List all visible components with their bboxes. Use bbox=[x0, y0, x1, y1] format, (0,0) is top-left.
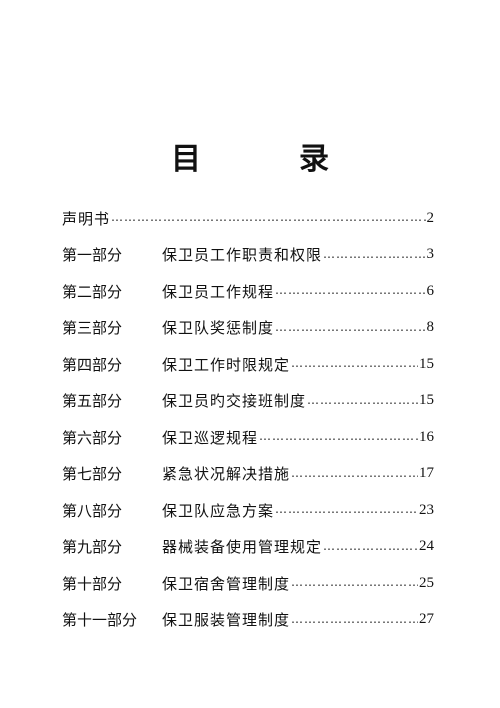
toc-entry: 第八部分 保卫队应急方案 23 bbox=[62, 492, 434, 529]
toc-leader-dots bbox=[323, 248, 425, 260]
toc-entry-title: 保卫服装管理制度 bbox=[162, 611, 291, 630]
toc-entry: 第十一部分 保卫服装管理制度 27 bbox=[62, 602, 434, 639]
toc-page-number: 8 bbox=[426, 319, 435, 336]
toc-entry: 第十部分 保卫宿舍管理制度 25 bbox=[62, 565, 434, 602]
toc-leader-dots bbox=[291, 613, 418, 625]
toc-entry-title: 紧急状况解决措施 bbox=[162, 465, 291, 484]
toc-page-number: 17 bbox=[419, 465, 434, 482]
toc-page-number: 27 bbox=[419, 611, 434, 628]
toc-page-number: 24 bbox=[419, 538, 434, 555]
toc-entry: 声明书 2 bbox=[62, 200, 434, 237]
toc-entry-title: 保卫队奖惩制度 bbox=[162, 319, 275, 338]
toc-part-label: 第二部分 bbox=[62, 282, 123, 301]
toc-entry: 第七部分 紧急状况解决措施 17 bbox=[62, 456, 434, 493]
toc-page-number: 23 bbox=[419, 501, 434, 518]
toc-page-number: 2 bbox=[426, 209, 435, 226]
toc-entry: 第二部分 保卫员工作规程 6 bbox=[62, 273, 434, 310]
toc-leader-dots bbox=[275, 321, 425, 333]
toc-part-label: 第三部分 bbox=[62, 319, 123, 338]
toc-page-number: 3 bbox=[426, 246, 435, 263]
toc-entry-title: 声明书 bbox=[62, 209, 111, 228]
toc-leader-dots bbox=[275, 284, 425, 296]
toc-part-label: 第九部分 bbox=[62, 538, 123, 557]
toc-title: 目 录 bbox=[171, 142, 363, 177]
toc-page-number: 16 bbox=[419, 428, 434, 445]
toc-entry: 第四部分 保卫工作时限规定 15 bbox=[62, 346, 434, 383]
toc-leader-dots bbox=[291, 576, 418, 588]
toc-entry-title: 保卫巡逻规程 bbox=[162, 428, 259, 447]
toc-part-label: 第十部分 bbox=[62, 574, 123, 593]
toc-leader-dots bbox=[259, 430, 418, 442]
toc-part-label: 第十一部分 bbox=[62, 611, 138, 630]
toc-entry: 第九部分 器械装备使用管理规定 24 bbox=[62, 529, 434, 566]
toc-page-number: 6 bbox=[426, 282, 435, 299]
toc-entry-title: 保卫工作时限规定 bbox=[162, 355, 291, 374]
toc-leader-dots bbox=[323, 540, 418, 552]
toc-entry: 第五部分 保卫员旳交接班制度 15 bbox=[62, 383, 434, 420]
toc-part-label: 第七部分 bbox=[62, 465, 123, 484]
toc-leader-dots bbox=[275, 503, 418, 515]
toc-part-label: 第四部分 bbox=[62, 355, 123, 374]
toc-entry-title: 保卫队应急方案 bbox=[162, 501, 275, 520]
toc-entry: 第六部分 保卫巡逻规程 16 bbox=[62, 419, 434, 456]
toc-part-label: 第六部分 bbox=[62, 428, 123, 447]
toc-part-label: 第八部分 bbox=[62, 501, 123, 520]
toc-part-label: 第一部分 bbox=[62, 246, 123, 265]
toc-entry-title: 保卫员工作职责和权限 bbox=[162, 246, 323, 265]
toc-part-label: 第五部分 bbox=[62, 392, 123, 411]
toc-entry-title: 器械装备使用管理规定 bbox=[162, 538, 323, 557]
toc-entry-title: 保卫员工作规程 bbox=[162, 282, 275, 301]
toc-page-number: 25 bbox=[419, 574, 434, 591]
toc-leader-dots bbox=[291, 357, 418, 369]
toc-leader-dots bbox=[307, 394, 418, 406]
toc-list: 声明书 2 第一部分 保卫员工作职责和权限 3 第二部分 保卫员工作规程 6 第… bbox=[62, 200, 434, 638]
toc-entry-title: 保卫宿舍管理制度 bbox=[162, 574, 291, 593]
toc-leader-dots bbox=[111, 211, 425, 223]
toc-entry: 第三部分 保卫队奖惩制度 8 bbox=[62, 310, 434, 347]
toc-page-number: 15 bbox=[419, 392, 434, 409]
toc-entry: 第一部分 保卫员工作职责和权限 3 bbox=[62, 237, 434, 274]
toc-leader-dots bbox=[291, 467, 418, 479]
toc-page-number: 15 bbox=[419, 355, 434, 372]
toc-entry-title: 保卫员旳交接班制度 bbox=[162, 392, 307, 411]
